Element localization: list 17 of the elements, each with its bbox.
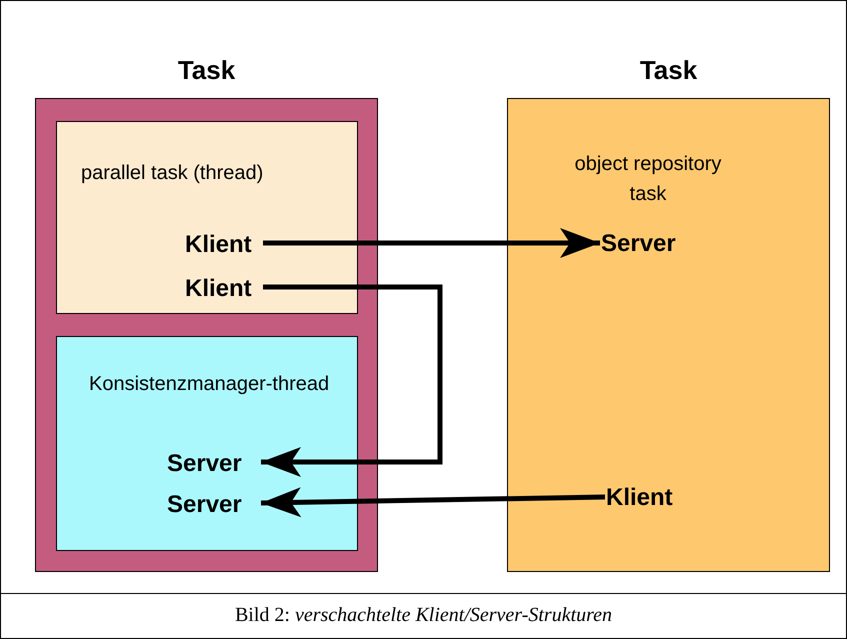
arrow	[263, 228, 600, 258]
thread-label: parallel task (thread)	[81, 161, 264, 186]
arrow	[260, 487, 606, 518]
thread-box	[56, 336, 358, 551]
role-label: Klient	[185, 230, 265, 260]
role-label: Klient	[185, 274, 265, 304]
role-label: Klient	[606, 483, 686, 513]
thread-label: Konsistenzmanager-thread	[89, 372, 330, 397]
task-heading: Task	[176, 54, 236, 87]
thread-box	[56, 121, 358, 314]
caption: Bild 2: verschachtelte Klient/Server-Strukturen	[234, 603, 614, 628]
role-label: Server	[167, 490, 263, 520]
role-label: Server	[167, 449, 263, 479]
arrow	[261, 284, 442, 477]
task-label: object repository task	[574, 152, 722, 207]
role-label: Server	[601, 229, 697, 259]
task-heading: Task	[638, 54, 698, 87]
